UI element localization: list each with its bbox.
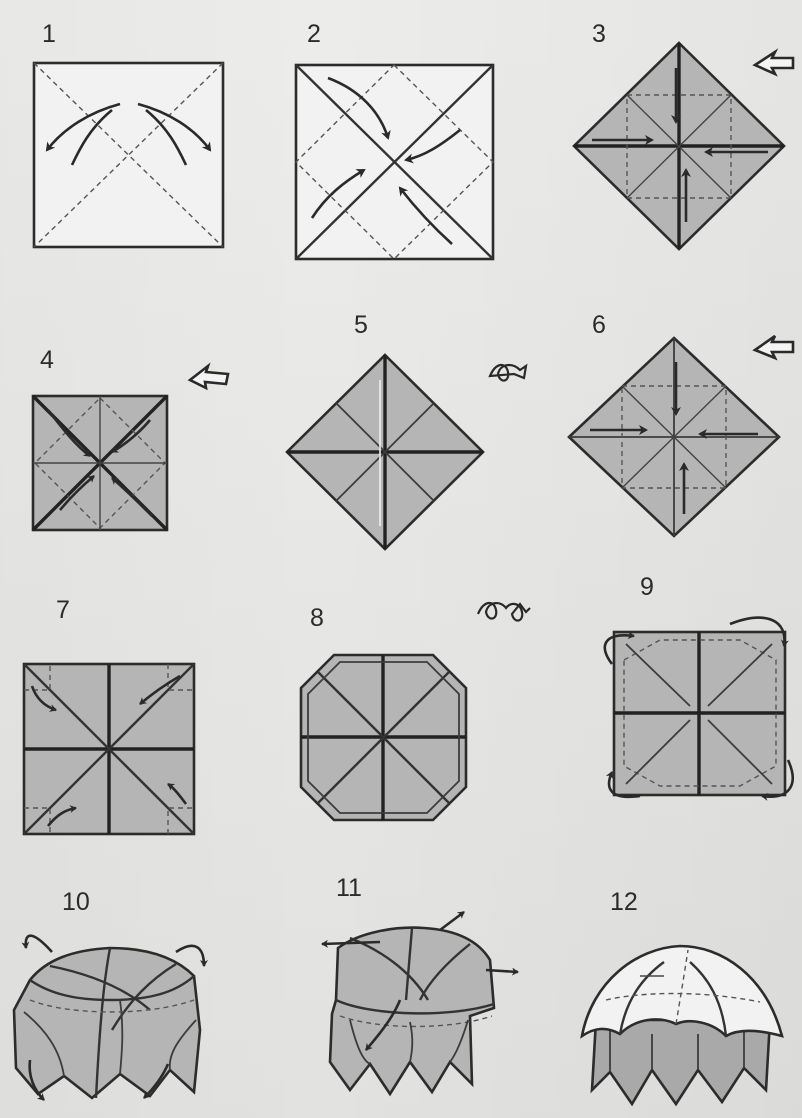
step-6-number: 6 [592, 311, 606, 339]
step-8: 8 [301, 603, 530, 820]
step-5-number: 5 [354, 311, 368, 339]
step-10-number: 10 [62, 888, 90, 916]
step-4: 4 [33, 346, 228, 530]
step-1: 1 [34, 20, 223, 247]
turn-over-arrow-icon [755, 52, 793, 74]
step-7: 7 [24, 596, 194, 834]
step-2: 2 [296, 20, 493, 259]
fold-arrow-icon [176, 946, 204, 966]
step-5: 5 [287, 311, 526, 549]
step-12: 12 [582, 888, 782, 1104]
step-8-number: 8 [310, 604, 324, 632]
step-9-number: 9 [640, 573, 654, 601]
fold-arrow-icon [26, 936, 52, 952]
step-10: 10 [14, 888, 204, 1100]
step-7-number: 7 [56, 596, 70, 624]
step-9: 9 [605, 573, 793, 797]
step-12-petals [582, 946, 782, 1036]
turn-over-arrow-icon [755, 336, 793, 358]
step-3-number: 3 [592, 20, 606, 48]
step-6: 6 [569, 311, 793, 536]
rotate-loop-icon [490, 365, 526, 381]
step-4-number: 4 [40, 346, 54, 374]
step-11-number: 11 [336, 874, 362, 902]
step-11: 11 [322, 874, 518, 1094]
turn-over-arrow-icon [190, 366, 228, 388]
step-3: 3 [574, 20, 793, 249]
fold-arrow-icon [440, 912, 464, 930]
step-12-number: 12 [610, 888, 638, 916]
step-1-number: 1 [42, 20, 56, 48]
step-2-number: 2 [307, 20, 321, 48]
rotate-loop-icon [478, 603, 530, 621]
